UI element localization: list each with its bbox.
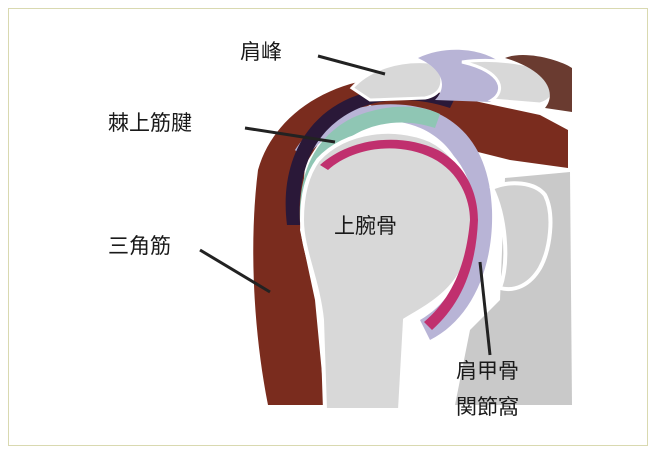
label-acromion: 肩峰: [240, 42, 282, 63]
label-supraspinatus-tendon: 棘上筋腱: [108, 113, 192, 134]
leader-line-acromion: [318, 56, 385, 74]
label-glenoid-line1: 肩甲骨: [456, 361, 519, 382]
humerus-bone: [302, 132, 474, 410]
label-humerus: 上腕骨: [334, 216, 397, 237]
label-glenoid-line2: 関節窩: [456, 397, 519, 418]
label-deltoid: 三角筋: [108, 236, 171, 257]
